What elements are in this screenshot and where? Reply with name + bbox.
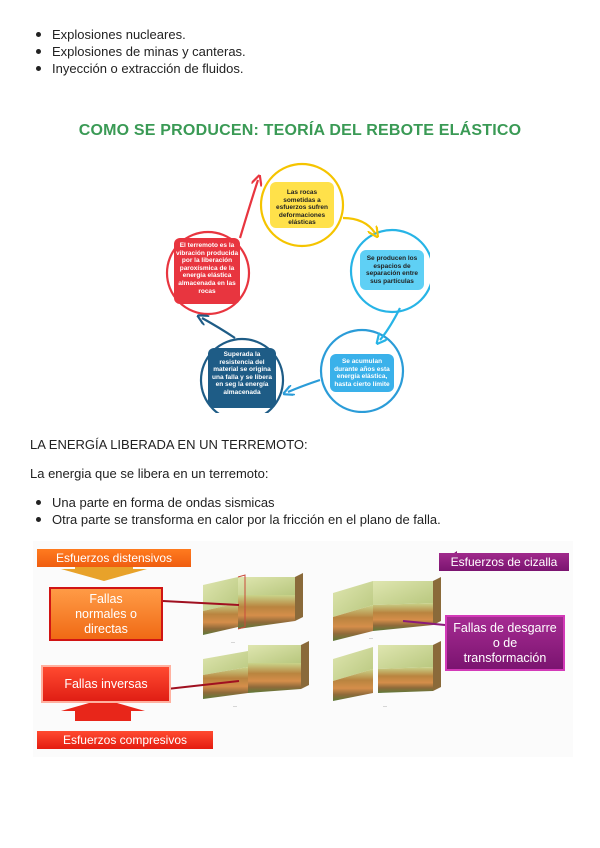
box-fallas-desgarre-label: Fallas de desgarre o de transformación xyxy=(453,620,557,665)
step-2-label-bg xyxy=(360,250,424,290)
connector-normal xyxy=(162,600,240,606)
step-4-text: Superada la resistencia del material se … xyxy=(212,351,272,396)
normal-fault-block xyxy=(203,573,303,635)
block-caption: — xyxy=(233,703,237,708)
list-item: Explosiones de minas y canteras. xyxy=(34,43,246,60)
elastic-rebound-cycle-diagram: Las rocas sometidas a esfuerzos sufren d… xyxy=(160,158,435,423)
strike-slip-block-1 xyxy=(333,577,441,641)
arrow-2-to-3 xyxy=(380,307,401,340)
step-3-label-bg xyxy=(330,354,394,392)
block-caption: — xyxy=(383,703,387,708)
list-item: Inyección o extracción de fluidos. xyxy=(34,60,246,77)
connector-desgarre xyxy=(402,620,446,626)
distensive-arrow xyxy=(61,563,147,581)
list-item: Explosiones nucleares. xyxy=(34,26,246,43)
list-item: Una parte en forma de ondas sismicas xyxy=(34,494,441,511)
tab-cizalla: Esfuerzos de cizalla xyxy=(439,553,569,571)
energy-heading: LA ENERGÍA LIBERADA EN UN TERREMOTO: xyxy=(30,437,308,452)
fault-types-figure: — — — — Esfuerzos distensivos Fallas nor… xyxy=(33,541,573,757)
step-5-circle xyxy=(165,230,251,316)
step-1-circle xyxy=(259,162,345,248)
reverse-fault-block xyxy=(203,641,309,699)
box-fallas-inversas-label: Fallas inversas xyxy=(64,677,148,691)
compressive-arrow xyxy=(61,699,145,721)
tab-compresivos: Esfuerzos compresivos xyxy=(37,731,213,749)
energy-intro: La energia que se libera en un terremoto… xyxy=(30,466,269,481)
fault-blocks-graphic xyxy=(61,551,465,721)
step-5-text: El terremoto es la vibración producida p… xyxy=(175,242,239,295)
arrow-4-to-5 xyxy=(202,318,236,339)
step-5-label-bg xyxy=(174,238,240,304)
box-fallas-normales-label: Fallas normales o directas xyxy=(75,591,137,636)
section-title: COMO SE PRODUCEN: TEORÍA DEL REBOTE ELÁS… xyxy=(78,122,522,139)
step-1-text: Las rocas sometidas a esfuerzos sufren d… xyxy=(275,189,329,227)
energy-list: Una parte en forma de ondas sismicas Otr… xyxy=(34,494,441,528)
arrow-3-to-4 xyxy=(288,378,321,392)
connector-inversas xyxy=(166,680,240,690)
step-3-circle xyxy=(319,328,405,414)
block-caption: — xyxy=(369,635,373,640)
step-1-label-bg xyxy=(270,182,334,228)
step-3-text: Se acumulan durante años esta energía el… xyxy=(334,358,390,388)
step-2-text: Se producen los espacios de separación e… xyxy=(365,255,419,285)
block-caption: — xyxy=(231,639,235,644)
box-fallas-inversas: Fallas inversas xyxy=(41,665,171,703)
step-4-label-bg xyxy=(208,348,276,408)
tab-distensivos: Esfuerzos distensivos xyxy=(37,549,191,567)
list-item: Otra parte se transforma en calor por la… xyxy=(34,511,441,528)
earthquake-causes-list: Explosiones nucleares. Explosiones de mi… xyxy=(34,26,246,77)
box-fallas-normales: Fallas normales o directas xyxy=(49,587,163,641)
arrow-1-to-2 xyxy=(342,216,375,233)
box-fallas-desgarre: Fallas de desgarre o de transformación xyxy=(445,615,565,671)
strike-slip-block-2 xyxy=(333,641,441,701)
arrow-5-to-1 xyxy=(238,180,258,239)
